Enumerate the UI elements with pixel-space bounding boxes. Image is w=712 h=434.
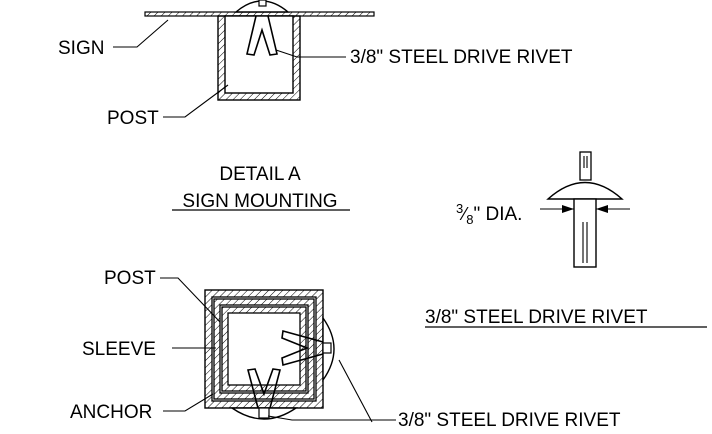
leaders-bottom	[160, 277, 396, 423]
dia-fraction-denominator: 8	[466, 212, 473, 227]
rivet-detail-view	[540, 151, 630, 268]
leaders-top	[113, 19, 346, 118]
rivet-top	[234, 0, 290, 56]
post-sleeve-anchor-view	[204, 289, 335, 420]
label-post-top: POST	[107, 108, 159, 129]
dia-label: 3⁄8" DIA.	[456, 201, 522, 227]
detail-a-subtitle: SIGN MOUNTING	[182, 191, 337, 212]
label-sign: SIGN	[58, 38, 104, 59]
dia-fraction-numerator: 3	[456, 201, 463, 216]
label-rivet-bottom: 3/8" STEEL DRIVE RIVET	[398, 410, 621, 431]
post-section-top	[217, 15, 301, 101]
label-post-bottom: POST	[104, 268, 156, 289]
detail-a-title: DETAIL A	[219, 164, 301, 185]
rivet-detail-title: 3/8" STEEL DRIVE RIVET	[425, 307, 648, 328]
detail-a-view	[144, 0, 375, 101]
label-rivet-top: 3/8" STEEL DRIVE RIVET	[350, 47, 573, 68]
fraction-slash: ⁄	[459, 204, 469, 224]
dia-suffix: " DIA.	[473, 204, 522, 225]
label-sleeve: SLEEVE	[82, 339, 156, 360]
label-anchor: ANCHOR	[70, 402, 152, 423]
